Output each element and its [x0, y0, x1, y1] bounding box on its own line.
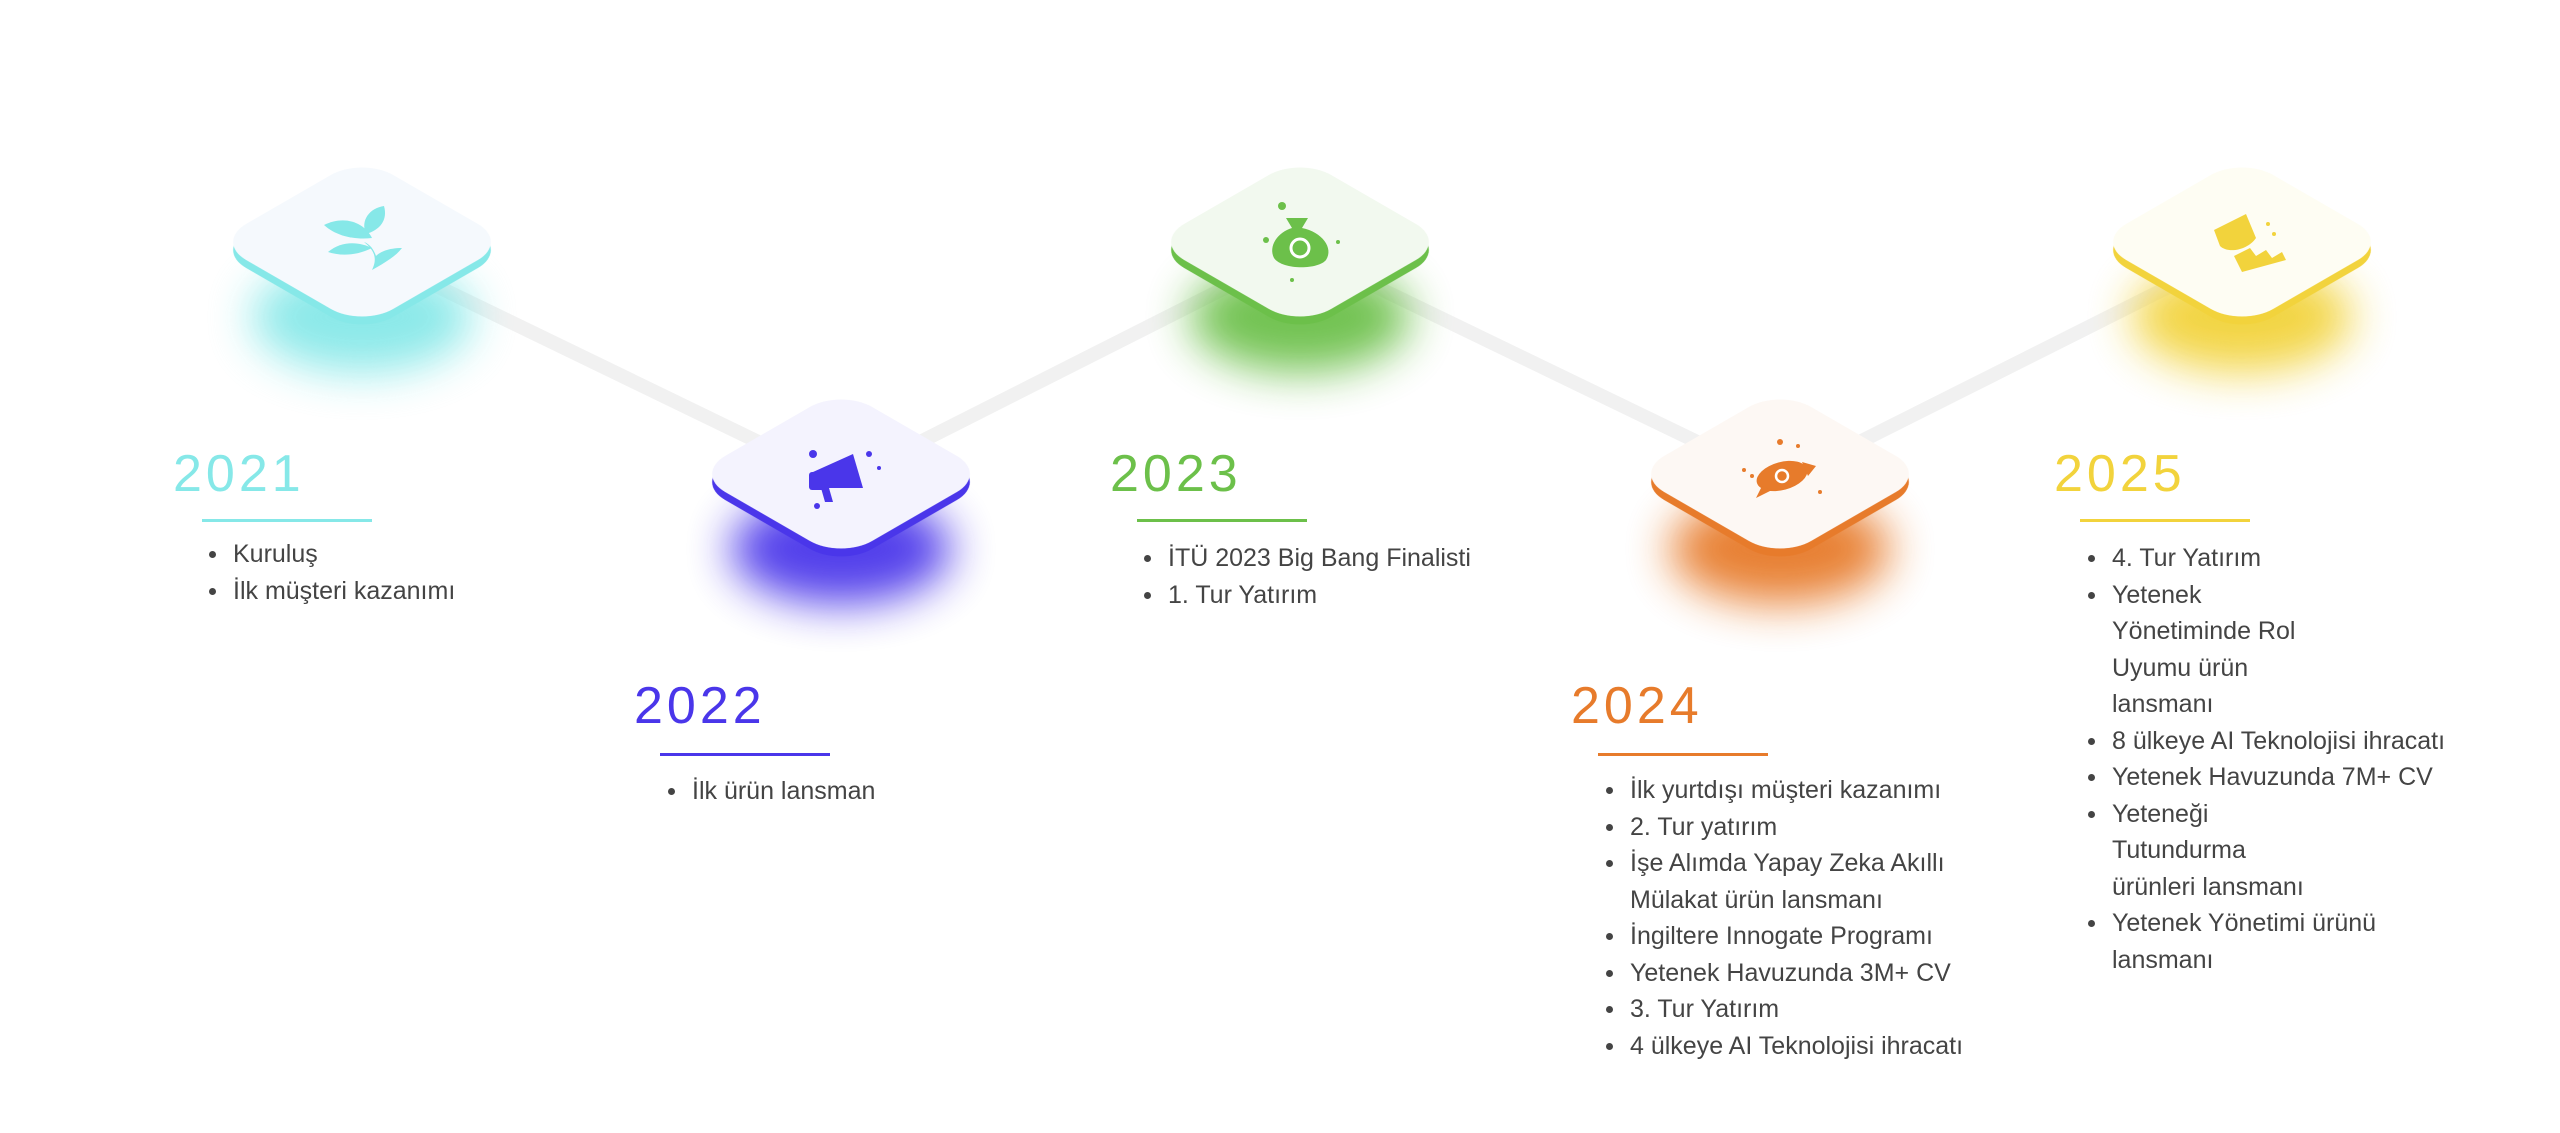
- list-item: 8 ülkeye AI Teknolojisi ihracatı: [2088, 723, 2472, 760]
- milestone-list-2023: İTÜ 2023 Big Bang Finalisti 1. Tur Yatır…: [1138, 540, 1471, 613]
- list-item: 1. Tur Yatırım: [1144, 577, 1471, 614]
- rocket-icon: [1742, 439, 1822, 498]
- list-item: İlk yurtdışı müşteri kazanımı: [1606, 772, 1970, 809]
- megaphone-icon: [809, 450, 881, 509]
- year-underline: [1598, 753, 1768, 756]
- year-underline: [660, 753, 830, 756]
- list-item: 2. Tur yatırım: [1606, 809, 1970, 846]
- year-2025: 2025: [2054, 445, 2186, 503]
- list-item: Yetenek Yönetiminde Rol Uyumu ürün lansm…: [2088, 577, 2312, 723]
- list-item: İlk ürün lansman: [667, 773, 875, 810]
- milestone-list-2024: İlk yurtdışı müşteri kazanımı 2. Tur yat…: [1600, 772, 1970, 1064]
- list-item: İTÜ 2023 Big Bang Finalisti: [1144, 540, 1471, 577]
- year-underline: [2080, 519, 2250, 522]
- year-2021: 2021: [173, 445, 305, 503]
- year-underline: [202, 519, 372, 522]
- milestone-list-2022: İlk ürün lansman: [662, 773, 875, 810]
- sprout-icon: [324, 206, 402, 270]
- list-item: İşe Alımda Yapay Zeka Akıllı Mülakat ürü…: [1606, 845, 1970, 918]
- list-item: Yetenek Havuzunda 7M+ CV: [2088, 759, 2472, 796]
- year-2023: 2023: [1110, 445, 1242, 503]
- list-item: Yetenek Yönetimi ürünü lansmanı: [2088, 905, 2472, 978]
- list-item: İlk müşteri kazanımı: [208, 573, 455, 610]
- year-2024: 2024: [1571, 677, 1703, 735]
- list-item: İngiltere Innogate Programı: [1606, 918, 1970, 955]
- milestone-list-2021: Kuruluş İlk müşteri kazanımı: [203, 536, 455, 609]
- list-item: Yeteneği Tutundurma ürünleri lansmanı: [2088, 796, 2312, 906]
- list-item: 4. Tur Yatırım: [2088, 540, 2472, 577]
- list-item: Kuruluş: [208, 536, 455, 573]
- year-underline: [1137, 519, 1307, 522]
- year-2022: 2022: [634, 677, 766, 735]
- milestone-list-2025: 4. Tur Yatırım Yetenek Yönetiminde Rol U…: [2082, 540, 2472, 978]
- money-bag-icon: [1263, 202, 1340, 282]
- list-item: Yetenek Havuzunda 3M+ CV: [1606, 955, 1970, 992]
- list-item: 4 ülkeye AI Teknolojisi ihracatı: [1606, 1028, 1970, 1065]
- trophy-stairs-icon: [2214, 214, 2286, 272]
- list-item: 3. Tur Yatırım: [1606, 991, 1970, 1028]
